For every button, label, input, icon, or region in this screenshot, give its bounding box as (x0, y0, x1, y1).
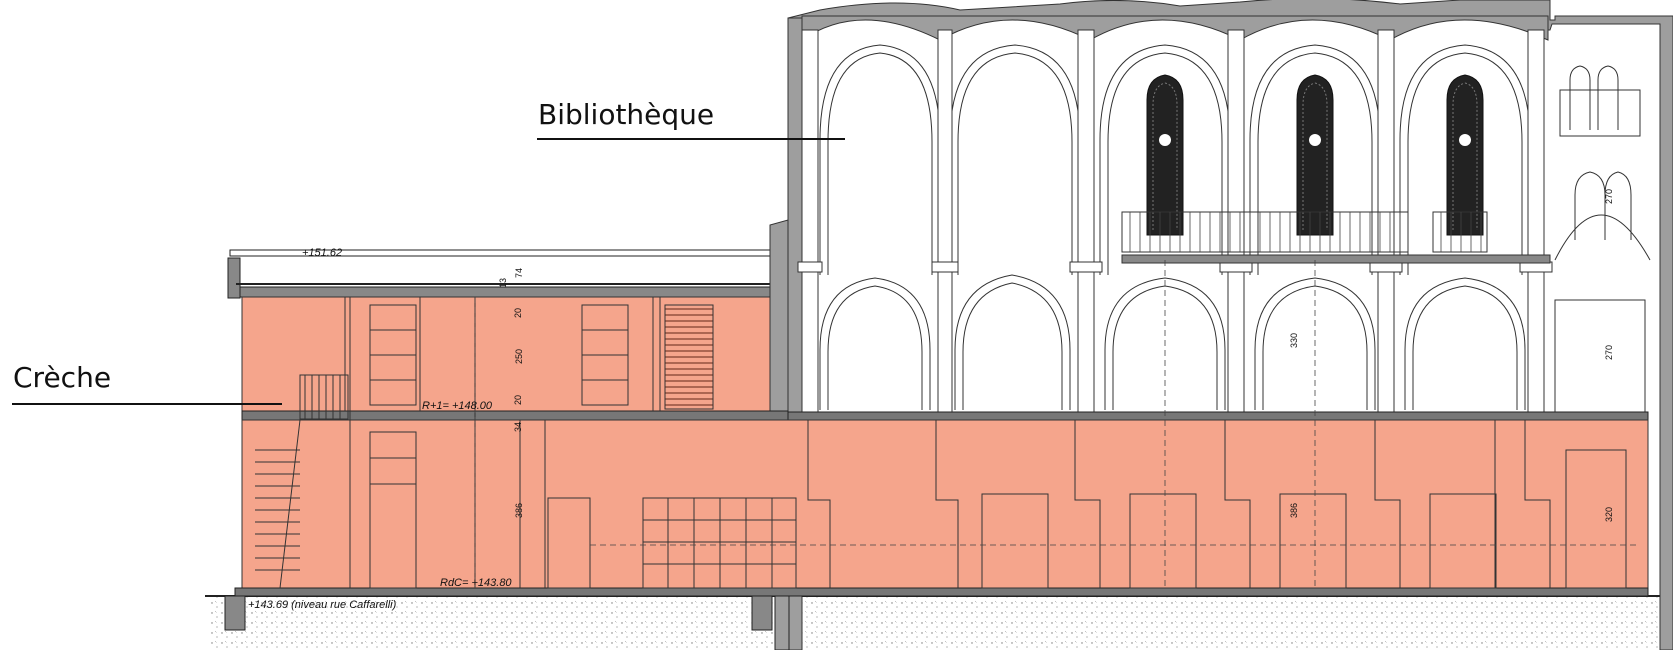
stained-glass-windows (1146, 74, 1484, 236)
lower-arches (819, 274, 1526, 410)
right-tower-detail (1554, 65, 1651, 416)
r1-level: R+1= +148.00 (422, 400, 493, 412)
chapel-vault-top (801, 15, 1549, 41)
lower-cabinets (369, 431, 797, 589)
chapel-left-wall (787, 17, 803, 424)
dim-386b: 386 (1289, 503, 1299, 518)
dim-330: 330 (1289, 333, 1299, 348)
dim-20a: 20 (513, 308, 523, 318)
ground-slab (234, 587, 1649, 597)
dim-270a: 270 (1604, 189, 1614, 204)
footings (224, 595, 790, 650)
dim-13: 13 (498, 278, 508, 288)
roof-level: +151.62 (302, 247, 342, 259)
upper-arches (819, 44, 1531, 275)
dimension-labels: 13 74 20 250 20 34 386 330 386 320 270 2… (498, 189, 1614, 522)
dim-250: 250 (514, 349, 524, 364)
ground-floor (241, 419, 1649, 591)
chapel-roof-shell (787, 0, 1673, 650)
rdc-level: RdC= +143.80 (440, 577, 512, 589)
dim-386a: 386 (514, 503, 524, 518)
dim-34: 34 (513, 422, 523, 432)
louvered-panel (664, 304, 714, 410)
roof-left-wall (227, 257, 241, 299)
columns (801, 29, 1545, 421)
balcony (1121, 211, 1551, 264)
street-level: +143.69 (niveau rue Caffarelli) (248, 599, 397, 611)
staircase (255, 374, 349, 589)
dashed-lines (474, 260, 1640, 588)
dim-74: 74 (514, 268, 524, 278)
upper-cabinets (369, 304, 629, 406)
creche-label: Crèche (13, 361, 111, 394)
dim-20b: 20 (513, 395, 523, 405)
lower-piers (807, 420, 1627, 589)
dim-320: 320 (1604, 507, 1614, 522)
connecting-wall (769, 219, 789, 424)
bibliotheque-label: Bibliothèque (538, 98, 714, 131)
dim-270b: 270 (1604, 345, 1614, 360)
ground-fill (210, 596, 1673, 650)
